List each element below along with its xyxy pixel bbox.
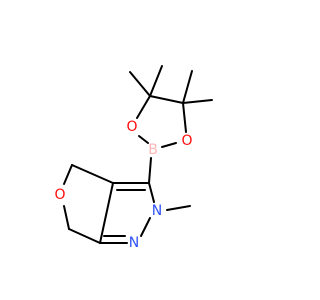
molecule-structure: O O B O N N: [0, 0, 300, 300]
bond-b-c3: [148, 157, 152, 184]
bond-n2-n1: [140, 217, 151, 237]
pinacol-methyl-bonds: [129, 65, 213, 104]
canvas-background: [0, 0, 300, 300]
bond-methyl-1: [129, 71, 151, 97]
bond-o-c6: [63, 205, 70, 230]
bond-methyl-2: [149, 65, 163, 97]
bond-c3-n2: [148, 182, 155, 203]
bond-c6-c6a: [68, 228, 101, 244]
bond-n2-methyl: [166, 205, 191, 211]
bond-c4-o: [63, 164, 73, 185]
dioxaborolane-ring-bonds: [136, 95, 187, 148]
bond-o-b-right: [161, 142, 177, 148]
atom-o-pinacol-left: O: [126, 119, 137, 135]
bond-c-c-pinacol: [149, 95, 184, 104]
bond-methyl-4: [182, 99, 213, 104]
atom-b: B: [148, 142, 158, 158]
atom-n-ring: N: [129, 235, 139, 251]
bond-c3a-c4: [71, 164, 114, 184]
bond-methyl-3: [182, 70, 193, 104]
bond-c6a-c3a: [99, 182, 114, 244]
pyrazole-furan-bonds: [63, 164, 191, 244]
bond-c-o-right: [182, 102, 187, 133]
atom-n-methyl: N: [152, 203, 162, 219]
bond-o-b-left: [138, 135, 149, 144]
bond-c-o-left: [136, 95, 151, 119]
atom-o-pinacol-right: O: [181, 133, 192, 149]
atom-o-furan: O: [54, 187, 65, 203]
atom-labels: O O B O N N: [54, 119, 192, 251]
